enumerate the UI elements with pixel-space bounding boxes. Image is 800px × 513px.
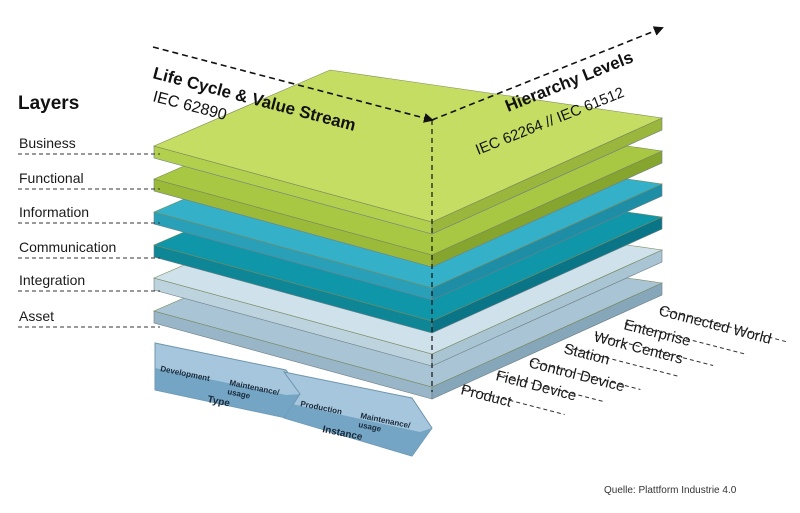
layer-label-integration: Integration bbox=[19, 272, 85, 288]
layer-labels: Asset Integration Communication Information… bbox=[19, 135, 116, 324]
layer-stack bbox=[153, 69, 664, 400]
layer-label-communication: Communication bbox=[19, 239, 116, 255]
layer-label-business: Business bbox=[19, 135, 76, 151]
layer-top-face bbox=[153, 69, 664, 223]
layers-title: Layers bbox=[18, 93, 79, 114]
hierarchy-level-line bbox=[529, 360, 641, 391]
life-cycle-axis-arrow bbox=[152, 46, 434, 123]
type-label: Type bbox=[206, 394, 231, 409]
hierarchy-level-line bbox=[659, 308, 786, 343]
hierarchy-level-line bbox=[496, 373, 604, 403]
layer-label-asset: Asset bbox=[19, 308, 54, 324]
source-credit: Quelle: Plattform Industrie 4.0 bbox=[604, 485, 737, 496]
hierarchy-level-line bbox=[461, 387, 565, 416]
hierarchy-axis-arrow bbox=[431, 26, 664, 121]
hierarchy-level-line bbox=[624, 322, 748, 356]
layer-label-information: Information bbox=[19, 204, 89, 220]
layer-slab-business bbox=[153, 69, 664, 235]
layer-leader-lines bbox=[18, 153, 160, 328]
type-chevron: Development Maintenance/ usage Type bbox=[154, 342, 304, 419]
layer-label-functional: Functional bbox=[19, 170, 84, 186]
hierarchy-level-line bbox=[564, 346, 680, 378]
hierarchy-level-line bbox=[594, 334, 714, 367]
